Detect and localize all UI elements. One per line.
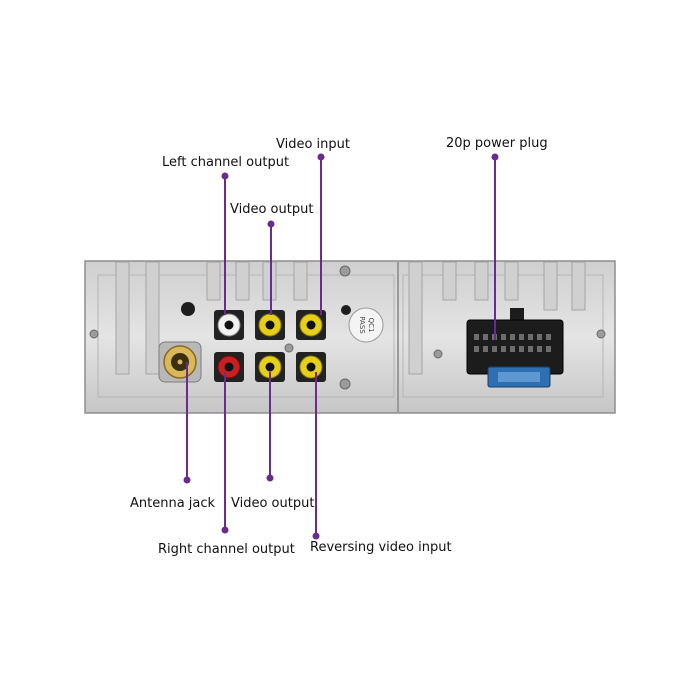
antenna-jack [158, 341, 202, 383]
label-video-output-bottom: Video output [231, 496, 315, 511]
rca-left-channel-output [214, 310, 244, 340]
rca-right-channel-output [214, 352, 244, 382]
screw-icon [433, 349, 443, 359]
heatsink-fins [115, 261, 586, 375]
label-reversing-video-input: Reversing video input [310, 540, 452, 555]
label-video-input-top: Video input [276, 137, 350, 152]
label-right-channel-output: Right channel output [158, 542, 295, 557]
screw-icon [339, 378, 351, 390]
rca-jacks [214, 310, 326, 382]
screw-icon [89, 329, 99, 339]
screw-icon [284, 343, 294, 353]
screw-icon [339, 265, 351, 277]
leader-lines [183, 153, 499, 540]
qc-stamp-line2: PASS [358, 316, 366, 334]
qc-stamp-line1: QC1 [367, 318, 375, 333]
qc-pass-sticker: QC1 PASS [348, 307, 384, 343]
mounting-hole [341, 305, 351, 315]
label-left-channel-output: Left channel output [162, 155, 290, 170]
label-power-plug: 20p power plug [446, 136, 548, 151]
rca-reversing-video-input [296, 352, 326, 382]
mounting-hole [181, 302, 195, 316]
screws [89, 265, 606, 390]
rca-video-output-bottom [255, 352, 285, 382]
rca-video-input-top [296, 310, 326, 340]
screw-icon [596, 329, 606, 339]
label-video-output-top: Video output [230, 202, 314, 217]
label-antenna-jack: Antenna jack [130, 496, 216, 511]
rca-video-output-top [255, 310, 285, 340]
